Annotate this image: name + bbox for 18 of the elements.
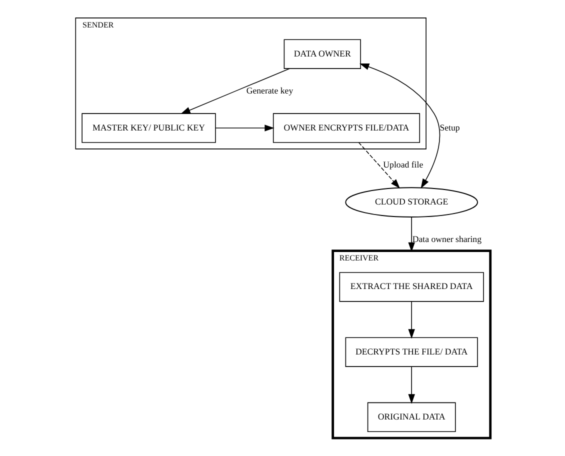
node-box: MASTER KEY/ PUBLIC KEY	[81, 113, 216, 143]
arrow	[214, 124, 274, 132]
node-box: ORIGINAL DATA	[366, 402, 456, 432]
node-box: DECRYPTS THE FILE/ DATA	[344, 337, 478, 367]
arrow	[408, 366, 414, 404]
edge-label: Generate key	[246, 85, 293, 96]
node-box: EXTRACT THE SHARED DATA	[338, 272, 484, 302]
arrow	[358, 63, 440, 188]
node-ellipse: CLOUD STORAGE	[344, 187, 478, 218]
edge-label: Upload file	[382, 159, 423, 170]
edge-label: Setup	[439, 122, 460, 132]
edge-label: Data owner sharing	[412, 234, 482, 244]
arrow	[408, 301, 414, 339]
arrow	[180, 68, 290, 114]
arrow	[408, 216, 414, 252]
node-box: OWNER ENCRYPTS FILE/DATA	[272, 113, 420, 143]
arrow	[358, 142, 400, 189]
node-box: DATA OWNER	[283, 39, 360, 69]
